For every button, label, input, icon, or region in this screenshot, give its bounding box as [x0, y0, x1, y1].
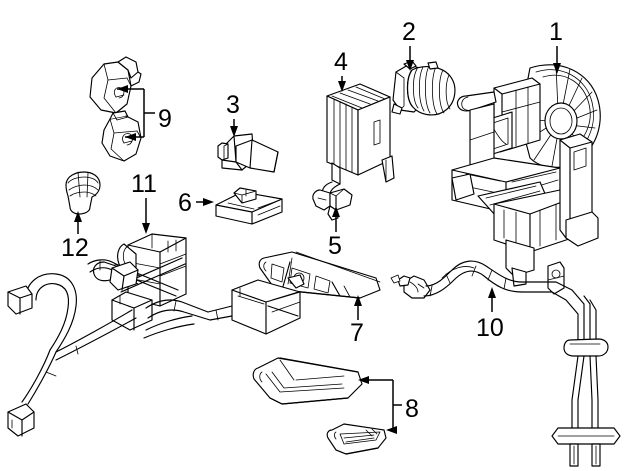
- part-hvac-case-assembly: [451, 64, 601, 287]
- callout-number-8: 8: [405, 395, 419, 423]
- callout-number-12: 12: [61, 234, 89, 262]
- callout-number-11: 11: [131, 170, 157, 198]
- part-drain-grommet: [65, 171, 101, 215]
- callout-leader-7: [354, 295, 362, 320]
- part-cabin-air-filter: [258, 251, 381, 299]
- callout-leader-11: [142, 198, 150, 234]
- callout-leader-12: [74, 211, 82, 234]
- part-wiring-harness: [7, 259, 233, 437]
- callout-leader-8: [358, 376, 402, 434]
- callout-number-1: 1: [549, 18, 563, 46]
- part-duct-body: [252, 357, 363, 405]
- callout-leader-3: [230, 119, 238, 137]
- callout-number-5: 5: [328, 232, 342, 260]
- part-lower-housing-block: [231, 274, 305, 335]
- callout-number-9: 9: [158, 105, 172, 133]
- callout-number-10: 10: [476, 314, 504, 342]
- callout-leader-1: [553, 46, 561, 74]
- callout-leader-2: [406, 46, 414, 71]
- part-sensor-bracket: [215, 187, 283, 225]
- part-refrigerant-hose-assembly: [390, 260, 621, 467]
- callout-number-2: 2: [402, 18, 416, 46]
- callout-number-6: 6: [178, 189, 192, 217]
- part-evaporator-core: [326, 83, 395, 185]
- callout-number-7: 7: [350, 319, 364, 347]
- callout-leader-10: [488, 287, 496, 312]
- part-mode-door-actuator: [217, 133, 279, 173]
- callout-leader-4: [338, 76, 346, 92]
- callout-leader-5: [332, 206, 340, 232]
- callout-leader-6: [196, 198, 214, 206]
- part-duct-cover: [326, 423, 387, 455]
- part-blower-motor: [391, 60, 456, 116]
- part-expansion-valve: [312, 181, 353, 221]
- part-door-actuator-upper: [89, 56, 142, 114]
- part-door-actuator-lower: [101, 110, 142, 162]
- callout-leader-9: [117, 85, 155, 141]
- callout-number-4: 4: [334, 48, 348, 76]
- callout-number-3: 3: [226, 91, 240, 119]
- part-heater-core-housing: [92, 233, 187, 331]
